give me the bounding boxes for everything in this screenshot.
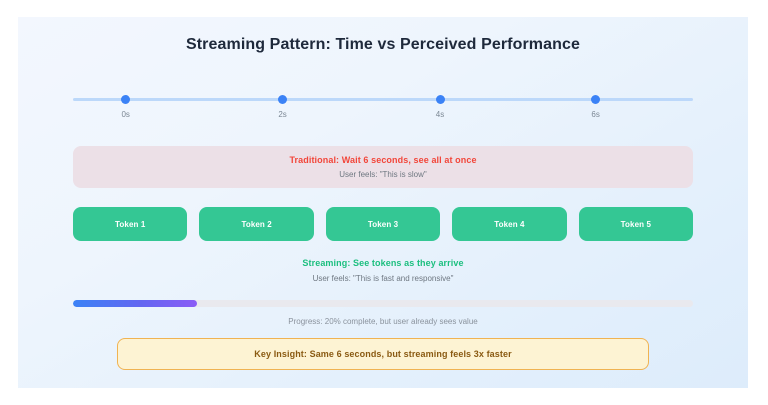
slide-card: Streaming Pattern: Time vs Perceived Per… xyxy=(18,17,748,388)
streaming-subtitle: User feels: "This is fast and responsive… xyxy=(312,274,454,283)
streaming-caption: Streaming: See tokens as they arrive Use… xyxy=(18,258,748,283)
timeline-tick-2: 4s xyxy=(420,90,460,119)
timeline-tick-3: 6s xyxy=(576,90,616,119)
page-title: Streaming Pattern: Time vs Perceived Per… xyxy=(185,36,580,53)
timeline-tick-0: 0s xyxy=(106,90,146,119)
timeline-tick-label: 2s xyxy=(278,110,287,119)
timeline-dot-icon xyxy=(435,95,445,104)
timeline-tick-label: 6s xyxy=(591,110,600,119)
key-insight-text: Key Insight: Same 6 seconds, but streami… xyxy=(254,349,512,359)
token-chip: Token 1 xyxy=(73,207,188,241)
traditional-headline: Traditional: Wait 6 seconds, see all at … xyxy=(289,155,477,165)
token-chip: Token 3 xyxy=(325,207,441,241)
token-chip: Token 2 xyxy=(199,207,314,241)
timeline-dot-icon xyxy=(121,95,131,104)
progress-caption: Progress: 20% complete, but user already… xyxy=(288,317,478,326)
timeline-tick-1: 2s xyxy=(263,90,303,119)
timeline-track xyxy=(73,98,693,101)
token-list: Token 1 Token 2 Token 3 Token 4 Token 5 xyxy=(73,207,694,241)
timeline-dot-icon xyxy=(278,95,288,104)
progress-bar-fill xyxy=(73,300,197,307)
key-insight-panel: Key Insight: Same 6 seconds, but streami… xyxy=(117,338,649,370)
timeline: 0s 2s 4s 6s xyxy=(73,90,693,124)
traditional-panel: Traditional: Wait 6 seconds, see all at … xyxy=(73,146,693,188)
traditional-subtitle: User feels: "This is slow" xyxy=(339,170,427,179)
timeline-tick-label: 0s xyxy=(121,110,130,119)
progress-bar xyxy=(73,300,693,307)
token-chip: Token 4 xyxy=(452,207,567,241)
timeline-dot-icon xyxy=(591,95,601,104)
timeline-tick-label: 4s xyxy=(435,110,445,119)
streaming-headline: Streaming: See tokens as they arrive xyxy=(302,258,464,268)
token-chip: Token 5 xyxy=(578,207,694,241)
